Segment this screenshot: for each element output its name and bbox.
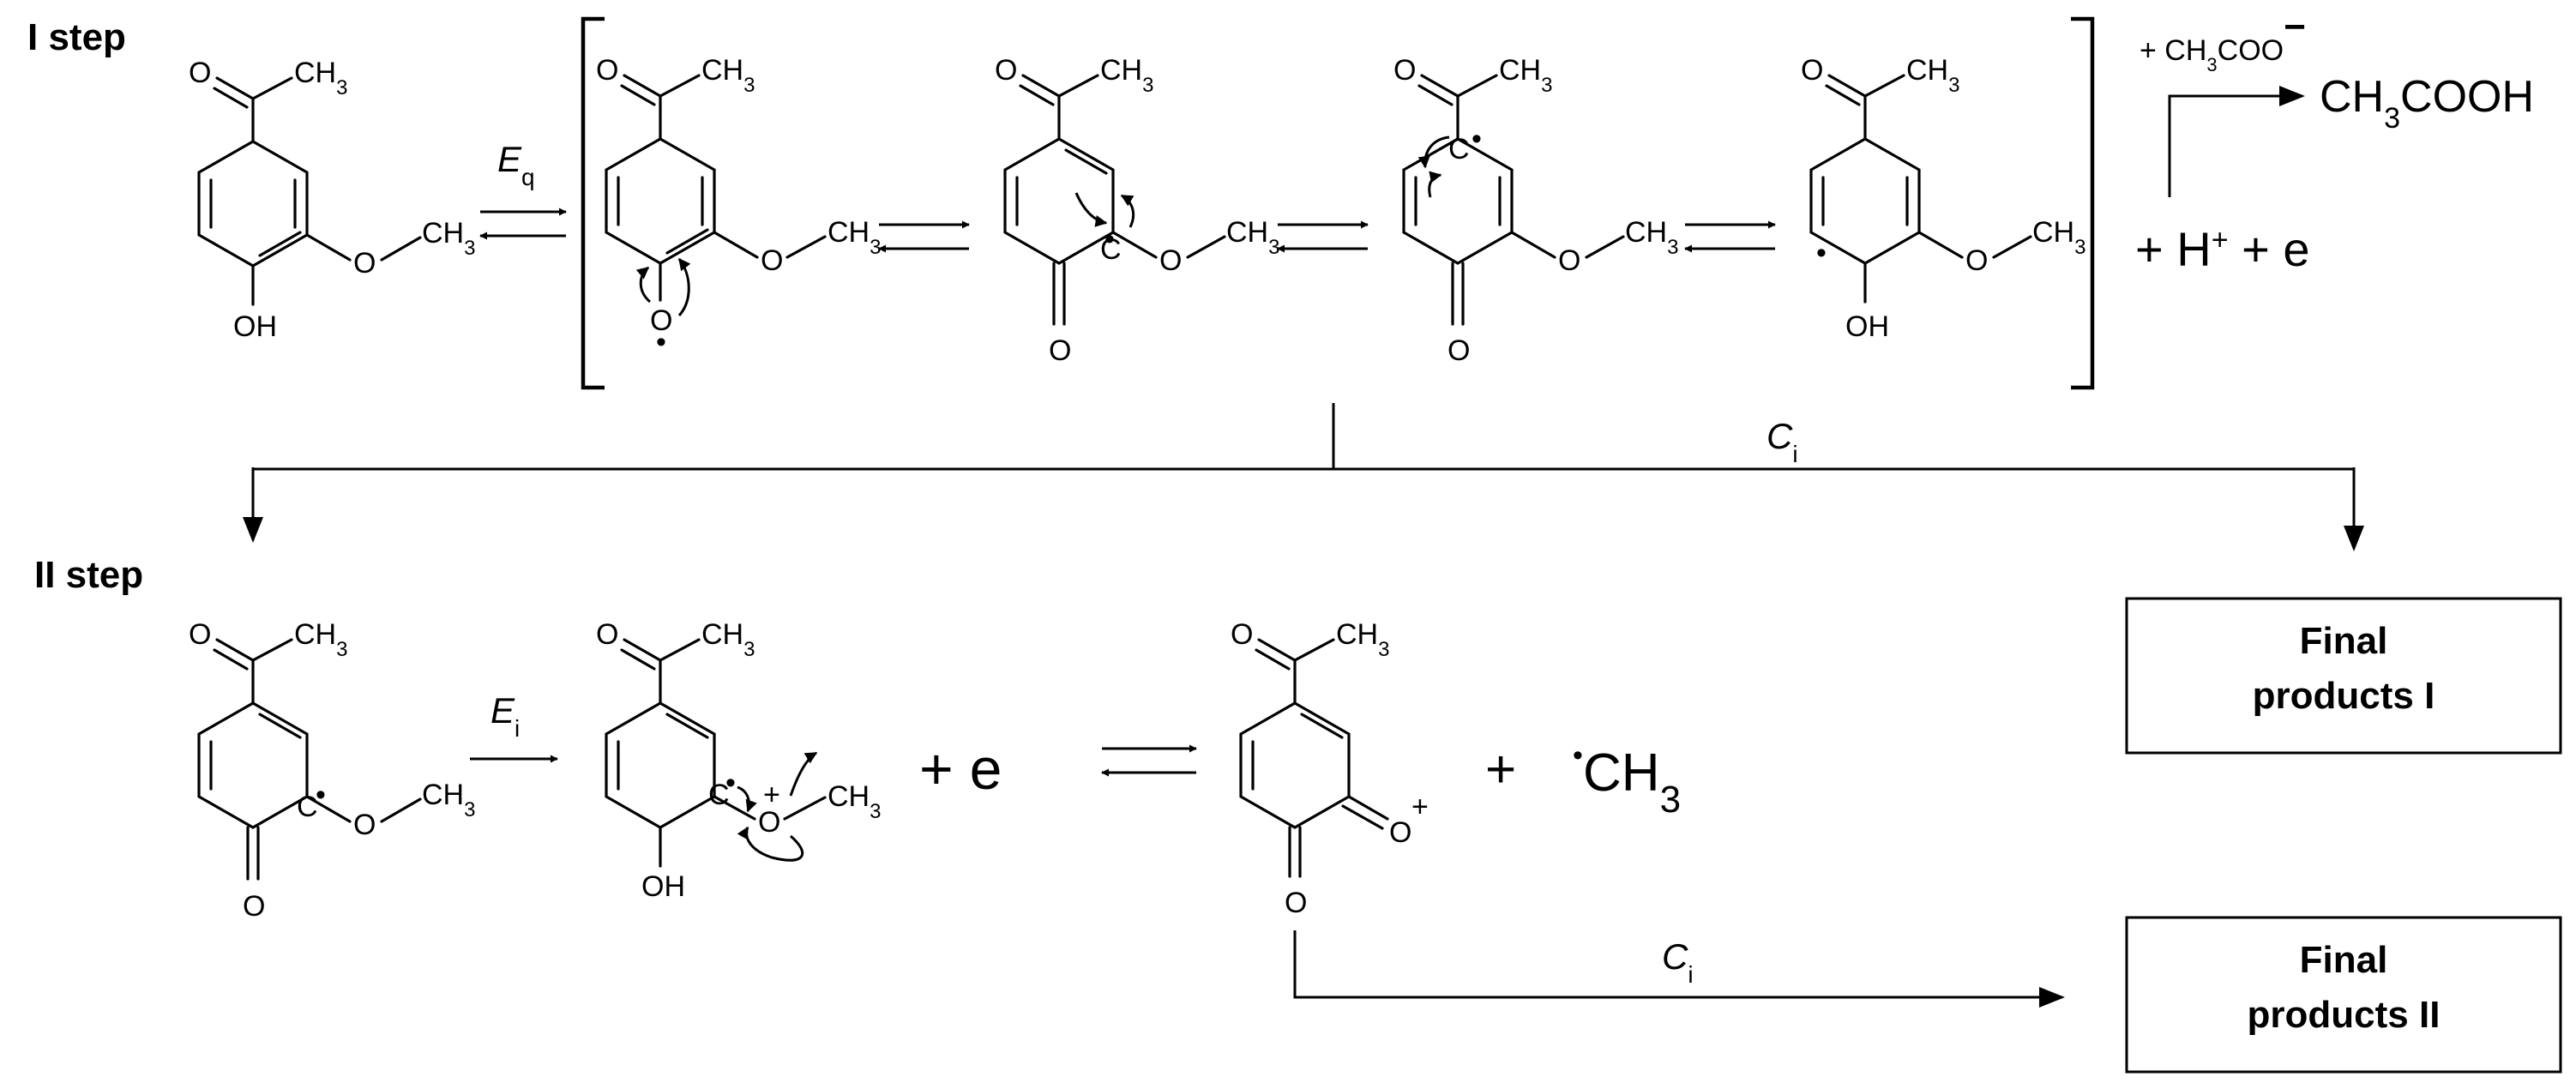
svg-text:O: O <box>1965 244 1988 277</box>
methyl-radical: CH3 <box>1583 743 1681 821</box>
svg-text:+ CH3COO−: + CH3COO− <box>2140 6 2306 75</box>
svg-text:•: • <box>1816 237 1827 269</box>
svg-text:CH3: CH3 <box>422 217 475 260</box>
final-products-2-box: Final products II <box>2125 916 2562 1074</box>
svg-text:O: O <box>1389 816 1411 849</box>
svg-text:CH3: CH3 <box>1499 54 1552 97</box>
svg-text:O: O <box>1801 54 1823 87</box>
svg-text:OH: OH <box>641 870 685 903</box>
eq-label: Eq <box>497 139 535 190</box>
svg-text:O: O <box>995 54 1017 87</box>
svg-text:O: O <box>1285 887 1307 919</box>
svg-text:O: O <box>596 54 618 87</box>
svg-text:CH3: CH3 <box>422 779 475 821</box>
ci-label-1: Ci <box>1766 416 1798 467</box>
carbonyl-o-1: O <box>189 57 211 89</box>
svg-text:CH3: CH3 <box>1336 618 1389 661</box>
svg-text:O: O <box>596 618 618 651</box>
equilibrium-arrows-5 <box>1101 744 1197 777</box>
branch-lines: Ci <box>243 403 2364 551</box>
ei-label: Ei <box>491 690 520 742</box>
svg-text:OH: OH <box>233 310 277 343</box>
equilibrium-arrows-3 <box>1277 220 1369 253</box>
equilibrium-arrows-2 <box>878 220 970 253</box>
svg-text:•: • <box>656 326 666 358</box>
svg-text:CH3: CH3 <box>294 618 347 661</box>
svg-text:O: O <box>650 304 672 337</box>
svg-text:O: O <box>1558 244 1580 277</box>
equilibrium-arrows-1 <box>479 208 567 240</box>
ci-path-2: Ci <box>1293 930 2065 1008</box>
svg-text:+: + <box>763 779 780 811</box>
svg-text:•: • <box>1472 123 1482 155</box>
svg-text:CH3: CH3 <box>701 54 755 97</box>
svg-text:C: C <box>708 779 730 811</box>
resonance-bracket <box>581 16 2095 390</box>
svg-text:O: O <box>243 890 265 923</box>
plus-sign: + <box>1485 740 1516 799</box>
svg-text:CH3: CH3 <box>828 780 881 823</box>
svg-text:C: C <box>1448 133 1470 165</box>
svg-text:•: • <box>316 779 326 811</box>
svg-text:O: O <box>1393 54 1416 87</box>
svg-text:+: + <box>1411 791 1429 823</box>
svg-text:CH3: CH3 <box>2032 216 2085 259</box>
svg-text:O: O <box>758 806 780 839</box>
svg-text:Final: Final <box>2300 939 2388 981</box>
resonance-structure-2: O CH3 C • O CH3 O <box>995 54 1279 367</box>
svg-text:O: O <box>1231 618 1253 651</box>
svg-text:products II: products II <box>2248 994 2441 1036</box>
svg-text:CH3: CH3 <box>1100 54 1153 97</box>
step2-radical: O CH3 C • O CH3 O <box>189 618 475 923</box>
svg-text:•: • <box>725 767 736 799</box>
svg-text:O: O <box>761 244 783 277</box>
molecule-acetovanillone: O CH3 O CH3 OH <box>189 57 475 343</box>
step2-oxonium: O CH3 C • O + CH3 OH <box>596 618 881 903</box>
resonance-structure-3: O CH3 C • O CH3 O <box>1393 54 1678 367</box>
svg-text:products I: products I <box>2253 675 2435 717</box>
svg-text:CH3: CH3 <box>701 618 755 661</box>
svg-text:O: O <box>189 618 211 651</box>
resonance-structure-4: O CH3 O CH3 OH • <box>1801 54 2085 343</box>
resonance-structure-1: O CH3 O CH3 O • <box>596 54 881 358</box>
svg-text:CH3: CH3 <box>828 216 881 259</box>
svg-text:C: C <box>297 791 318 823</box>
acetate-branch: + CH3COO− CH3COOH + H+ + e <box>2135 6 2534 277</box>
svg-text:O: O <box>353 247 376 280</box>
svg-text:OH: OH <box>1845 310 1889 343</box>
svg-text:•: • <box>1573 739 1583 772</box>
svg-text:O: O <box>353 809 376 841</box>
h-plus-e: + H+ + e <box>2135 222 2310 276</box>
acetic-acid: CH3COOH <box>2320 72 2534 135</box>
svg-text:CH3: CH3 <box>1226 216 1279 259</box>
step-1-label: I step <box>27 16 126 58</box>
equilibrium-arrows-4 <box>1684 220 1776 253</box>
svg-text:CH3: CH3 <box>1625 216 1678 259</box>
svg-text:•: • <box>1104 223 1115 256</box>
svg-text:C: C <box>1100 233 1122 266</box>
svg-text:CH3: CH3 <box>1906 54 1959 97</box>
plus-electron: + e <box>919 737 1002 802</box>
ci-label-2: Ci <box>1662 936 1694 988</box>
final-products-1-box: Final products I <box>2125 597 2562 755</box>
svg-text:O: O <box>1447 334 1470 367</box>
svg-text:Final: Final <box>2300 620 2388 662</box>
svg-text:O: O <box>1049 334 1071 367</box>
svg-text:O: O <box>1159 244 1182 277</box>
svg-text:CH3: CH3 <box>294 57 347 99</box>
step-2-label: II step <box>34 554 143 596</box>
step2-quinone-cation: O CH3 O + O <box>1231 618 1429 919</box>
